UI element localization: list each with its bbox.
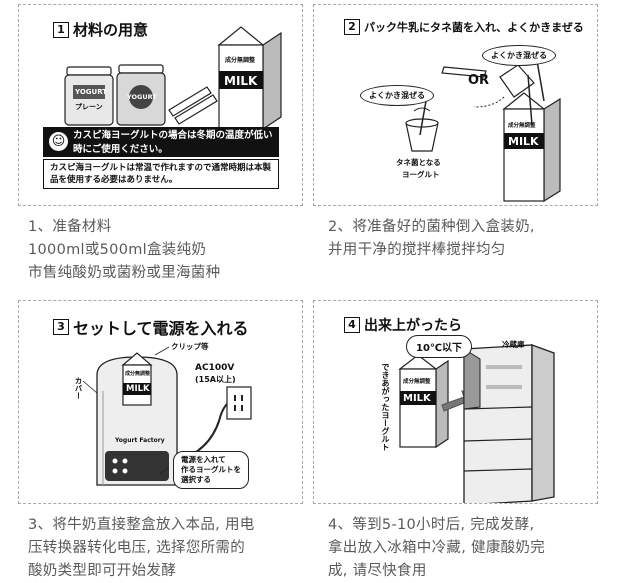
step1-panel: 1 材料の用意 YOGURT プレーン YOGURT 成分無調整 MILK ☺ … xyxy=(18,4,303,206)
carton-top-label: 成分無調整 xyxy=(225,57,256,64)
step1-illustration xyxy=(64,26,282,131)
cover-label: カバー xyxy=(74,377,83,400)
carton4-main-label: MILK xyxy=(403,393,431,404)
stir-bubble-left: よくかき混ぜる xyxy=(360,85,434,106)
step1-title-text: 材料の用意 xyxy=(73,21,149,39)
step1-caption: 1、准备材料 1000ml或500ml盒装纯奶 市售纯酸奶或菌粉或里海菌种 xyxy=(28,216,220,285)
temperature-bubble: 10℃以下 xyxy=(406,335,473,358)
step1-caption-line3: 市售纯酸奶或菌粉或里海菌种 xyxy=(28,265,221,281)
or-label: OR xyxy=(468,73,490,88)
milk-carton xyxy=(217,26,282,131)
step2-caption-line1: 2、将准备好的菌种倒入盒装奶, xyxy=(328,219,535,235)
notice-main-text: カスピ海ヨーグルトの場合は冬期の温度が低い時にご使用ください。 xyxy=(73,130,273,155)
step4-panel: 4 出来上がったら 10℃以下 冷蔵庫 できあがったヨーグルト 成分無調整 MI… xyxy=(313,300,598,504)
step3-caption-line3: 酸奶类型即可开始发酵 xyxy=(28,563,176,579)
step4-caption-line3: 成, 请尽快食用 xyxy=(328,563,427,579)
starter-cup xyxy=(405,100,439,152)
yogurt-jar-2 xyxy=(116,64,166,126)
cup-label-1: タネ菌となる xyxy=(396,158,441,167)
milk-carton-3 xyxy=(121,352,153,406)
finished-carton xyxy=(398,354,449,449)
yogurt-maker xyxy=(96,356,178,486)
step2-panel: 2 パック牛乳にタネ菌を入れ、よくかきまぜる よくかき混ぜる OR よくかき混ぜ… xyxy=(313,4,598,206)
step2-title-text: パック牛乳にタネ菌を入れ、よくかきまぜる xyxy=(364,21,584,34)
step1-caption-line2: 1000ml或500ml盒装纯奶 xyxy=(28,242,207,258)
step4-illustration xyxy=(398,344,555,503)
step1-number: 1 xyxy=(53,21,69,38)
setup-note-line2: 作るヨーグルトを xyxy=(181,465,241,474)
carton-vertical-label: できあがったヨーグルト xyxy=(381,363,390,451)
setup-note-line3: 選択する xyxy=(181,475,211,484)
step3-panel: 3 セットして電源を入れる クリップ等 AC100V (15A以上) カバー 成… xyxy=(18,300,303,504)
step3-illustration xyxy=(82,346,252,486)
notice-sub-text: カスピ海ヨーグルトは常温で作れますので通常時期は本製品を使用する必要はありません… xyxy=(50,163,272,185)
step2-title: 2 パック牛乳にタネ菌を入れ、よくかきまぜる xyxy=(344,19,584,35)
carton3-top-label: 成分無調整 xyxy=(125,371,151,377)
carton3-main-label: MILK xyxy=(126,384,150,394)
carton2-main-label: MILK xyxy=(508,135,539,148)
setup-note: 電源を入れて 作るヨーグルトを 選択する xyxy=(173,451,249,489)
cup-label-2: ヨーグルト xyxy=(402,170,440,179)
step2-caption: 2、将准备好的菌种倒入盒装奶, 并用干净的搅拌棒搅拌均匀 xyxy=(328,216,535,262)
step4-caption-line1: 4、等到5-10小时后, 完成发酵, xyxy=(328,517,535,533)
step3-number: 3 xyxy=(53,319,69,335)
step4-caption: 4、等到5-10小时后, 完成发酵, 拿出放入冰箱中冷藏, 健康酸奶完 成, 请… xyxy=(328,514,545,583)
step3-caption: 3、将牛奶直接整盒放入本品, 用电 压转换器转化电压, 选择您所需的 酸奶类型即… xyxy=(28,514,255,583)
step4-title-text: 出来上がったら xyxy=(364,318,462,334)
setup-note-line1: 電源を入れて xyxy=(181,455,226,464)
fridge-label: 冷蔵庫 xyxy=(502,340,525,349)
step4-caption-line2: 拿出放入冰箱中冷藏, 健康酸奶完 xyxy=(328,540,546,556)
refrigerator xyxy=(463,344,555,503)
step2-caption-line2: 并用干净的搅拌棒搅拌均匀 xyxy=(328,242,506,258)
smiley-icon: ☺ xyxy=(49,132,68,151)
step1-title: 1 材料の用意 xyxy=(53,19,148,40)
step3-caption-line1: 3、将牛奶直接整盒放入本品, 用电 xyxy=(28,517,255,533)
notice-sub: カスピ海ヨーグルトは常温で作れますので通常時期は本製品を使用する必要はありません… xyxy=(43,159,279,189)
jar1-brand: YOGURT xyxy=(75,88,108,96)
carton4-top-label: 成分無調整 xyxy=(403,379,431,385)
step2-illustration xyxy=(405,54,561,203)
stir-bubble-right: よくかき混ぜる xyxy=(482,45,556,66)
step4-title: 4 出来上がったら xyxy=(344,315,462,335)
yogurt-jar-1 xyxy=(64,66,114,126)
power-label: AC100V xyxy=(195,363,235,373)
step3-title-text: セットして電源を入れる xyxy=(73,319,249,338)
device-brand-label: Yogurt Factory xyxy=(115,437,165,444)
step4-number: 4 xyxy=(344,317,360,333)
step3-title: 3 セットして電源を入れる xyxy=(53,315,249,339)
step2-number: 2 xyxy=(344,19,360,35)
carton2-top-label: 成分無調整 xyxy=(508,123,536,129)
jar1-sub: プレーン xyxy=(75,103,103,111)
starter-sachets xyxy=(168,86,218,125)
step3-caption-line2: 压转换器转化电压, 选择您所需的 xyxy=(28,540,246,556)
step1-caption-line1: 1、准备材料 xyxy=(28,219,112,235)
clip-label: クリップ等 xyxy=(171,342,209,351)
power-outlet xyxy=(226,386,252,420)
carton-main-label: MILK xyxy=(224,74,258,88)
power-sub-label: (15A以上) xyxy=(195,375,236,384)
milk-carton-2 xyxy=(502,74,561,203)
notice-banner: ☺ カスピ海ヨーグルトの場合は冬期の温度が低い時にご使用ください。 xyxy=(43,127,279,157)
jar2-brand: YOGURT xyxy=(127,93,157,101)
